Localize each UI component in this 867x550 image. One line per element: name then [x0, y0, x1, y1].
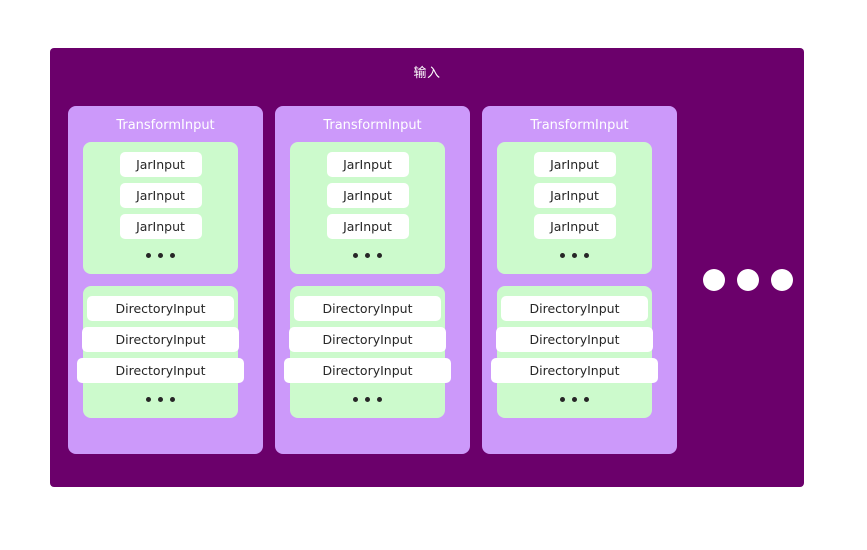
directory-input-ellipsis-icon	[353, 392, 382, 406]
ellipsis-dot	[170, 396, 175, 402]
transform-input-card-row: TransformInput JarInput JarInput JarInpu…	[68, 106, 793, 454]
ellipsis-dot	[560, 396, 565, 402]
directory-input-ellipsis-icon	[146, 392, 175, 406]
more-items-dot-icon	[771, 269, 793, 291]
ellipsis-dot	[365, 396, 370, 402]
card-title: TransformInput	[530, 118, 629, 133]
ellipsis-dot	[377, 396, 382, 402]
ellipsis-dot	[365, 252, 370, 258]
input-container-panel: 输入 TransformInput JarInput JarInput JarI…	[50, 48, 804, 487]
jar-input-list: JarInput JarInput JarInput	[290, 152, 445, 262]
jar-input-item[interactable]: JarInput	[533, 183, 616, 208]
directory-input-item[interactable]: DirectoryInput	[501, 296, 648, 321]
jar-input-list: JarInput JarInput JarInput	[497, 152, 652, 262]
directory-input-item[interactable]: DirectoryInput	[77, 358, 244, 383]
card-title: TransformInput	[323, 118, 422, 133]
directory-input-list: DirectoryInput DirectoryInput DirectoryI…	[284, 296, 451, 406]
directory-input-item[interactable]: DirectoryInput	[496, 327, 653, 352]
card-title: TransformInput	[116, 118, 215, 133]
ellipsis-dot	[560, 252, 565, 258]
jar-input-item[interactable]: JarInput	[533, 152, 616, 177]
jar-input-ellipsis-icon	[560, 248, 589, 262]
more-items-dot-icon	[703, 269, 725, 291]
directory-input-item[interactable]: DirectoryInput	[491, 358, 658, 383]
directory-input-item[interactable]: DirectoryInput	[82, 327, 239, 352]
ellipsis-dot	[572, 396, 577, 402]
ellipsis-dot	[146, 252, 151, 258]
jar-input-item[interactable]: JarInput	[119, 214, 202, 239]
directory-input-list: DirectoryInput DirectoryInput DirectoryI…	[77, 296, 244, 406]
transform-input-card[interactable]: TransformInput JarInput JarInput JarInpu…	[482, 106, 677, 454]
ellipsis-dot	[377, 252, 382, 258]
jar-input-group: JarInput JarInput JarInput	[83, 142, 238, 274]
page-title: 输入	[413, 66, 441, 81]
directory-input-item[interactable]: DirectoryInput	[284, 358, 451, 383]
transform-input-card[interactable]: TransformInput JarInput JarInput JarInpu…	[275, 106, 470, 454]
jar-input-item[interactable]: JarInput	[326, 152, 409, 177]
directory-input-item[interactable]: DirectoryInput	[294, 296, 441, 321]
jar-input-item[interactable]: JarInput	[119, 183, 202, 208]
jar-input-item[interactable]: JarInput	[533, 214, 616, 239]
transform-input-card[interactable]: TransformInput JarInput JarInput JarInpu…	[68, 106, 263, 454]
ellipsis-dot	[158, 396, 163, 402]
jar-input-group: JarInput JarInput JarInput	[290, 142, 445, 274]
jar-input-item[interactable]: JarInput	[326, 183, 409, 208]
ellipsis-dot	[353, 252, 358, 258]
ellipsis-dot	[158, 252, 163, 258]
directory-input-item[interactable]: DirectoryInput	[289, 327, 446, 352]
directory-input-group: DirectoryInput DirectoryInput DirectoryI…	[491, 286, 658, 418]
jar-input-list: JarInput JarInput JarInput	[83, 152, 238, 262]
ellipsis-dot	[584, 396, 589, 402]
ellipsis-dot	[572, 252, 577, 258]
directory-input-ellipsis-icon	[560, 392, 589, 406]
directory-input-list: DirectoryInput DirectoryInput DirectoryI…	[491, 296, 658, 406]
more-items-indicator	[703, 106, 793, 454]
jar-input-item[interactable]: JarInput	[119, 152, 202, 177]
ellipsis-dot	[353, 396, 358, 402]
directory-input-group: DirectoryInput DirectoryInput DirectoryI…	[284, 286, 451, 418]
more-items-dot-icon	[737, 269, 759, 291]
directory-input-item[interactable]: DirectoryInput	[87, 296, 234, 321]
directory-input-group: DirectoryInput DirectoryInput DirectoryI…	[77, 286, 244, 418]
jar-input-group: JarInput JarInput JarInput	[497, 142, 652, 274]
jar-input-ellipsis-icon	[353, 248, 382, 262]
ellipsis-dot	[146, 396, 151, 402]
jar-input-ellipsis-icon	[146, 248, 175, 262]
ellipsis-dot	[170, 252, 175, 258]
ellipsis-dot	[584, 252, 589, 258]
jar-input-item[interactable]: JarInput	[326, 214, 409, 239]
